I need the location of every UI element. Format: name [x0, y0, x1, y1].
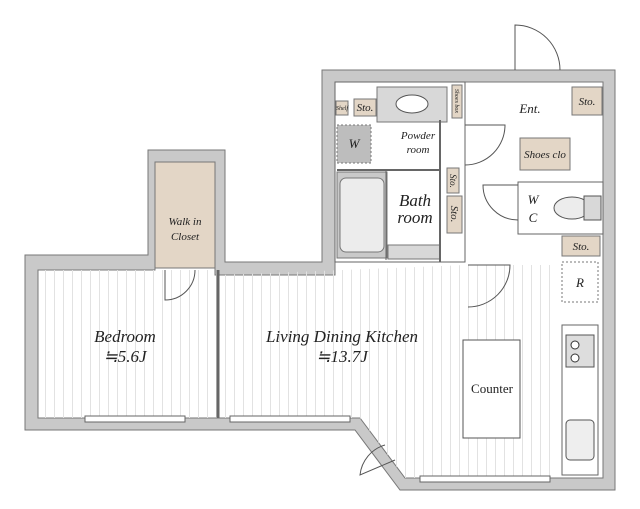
window: [229, 415, 351, 423]
burner-icon: [570, 353, 580, 363]
bathtub-basin: [339, 177, 385, 253]
powder-room-label: Powder: [400, 130, 436, 142]
balcony-door[interactable]: [359, 444, 396, 476]
shoes-box: [451, 84, 463, 119]
entrance-door[interactable]: [514, 24, 561, 71]
storage-3: [446, 167, 460, 194]
storage-label: Sto.: [448, 206, 460, 223]
walk-in-closet: [154, 161, 216, 269]
bedroom-floor: [38, 270, 218, 418]
wc-label: W: [528, 192, 540, 207]
storage-label: Sto.: [357, 102, 374, 114]
shoes-box-label: Shoes box: [453, 89, 459, 113]
bedroom-label: Bedroom: [94, 327, 156, 346]
shelf-label: Shelf: [336, 105, 349, 112]
storage-label: Sto.: [579, 96, 596, 108]
vanity: [376, 86, 448, 123]
counter-island: [462, 339, 521, 439]
walk-in-closet-label: Closet: [171, 231, 200, 243]
refrigerator-space: [561, 261, 599, 303]
powder-room-label: room: [407, 144, 430, 156]
window: [419, 475, 551, 483]
shoes-closet: [519, 137, 571, 171]
kitchen-sink-icon: [565, 419, 595, 461]
shoes-closet-label: Shoes clo: [524, 149, 566, 161]
refrigerator-label: R: [575, 275, 584, 290]
walk-in-closet-label: Walk in: [169, 216, 202, 228]
ldk-size: ≒13.7J: [316, 347, 369, 366]
closet-door[interactable]: [164, 269, 196, 301]
wc-door[interactable]: [482, 184, 519, 221]
bath-room-label: Bath: [399, 191, 431, 210]
storage-4: [446, 195, 463, 234]
counter-label: Counter: [471, 381, 514, 396]
storage-1: [353, 98, 377, 117]
shelf: [335, 100, 349, 116]
storage-2: [571, 86, 603, 116]
stove-icon: [565, 334, 595, 368]
burner-icon: [570, 340, 580, 350]
storage-5: [561, 235, 601, 257]
hall-door[interactable]: [464, 124, 506, 166]
bath-bench: [387, 244, 441, 260]
wc-label: C: [529, 210, 538, 225]
washer-label: W: [349, 136, 361, 151]
bedroom-size: ≒5.6J: [103, 347, 148, 366]
window: [84, 415, 186, 423]
bath-room-label: room: [397, 208, 432, 227]
storage-label: Sto.: [448, 174, 458, 188]
entrance-label: Ent.: [518, 101, 540, 116]
ldk-label: Living Dining Kitchen: [265, 327, 418, 346]
storage-label: Sto.: [573, 241, 590, 253]
washer-space: [336, 124, 372, 164]
toilet-tank: [583, 195, 602, 221]
sink-icon: [395, 94, 429, 114]
ldk-door[interactable]: [467, 264, 511, 308]
